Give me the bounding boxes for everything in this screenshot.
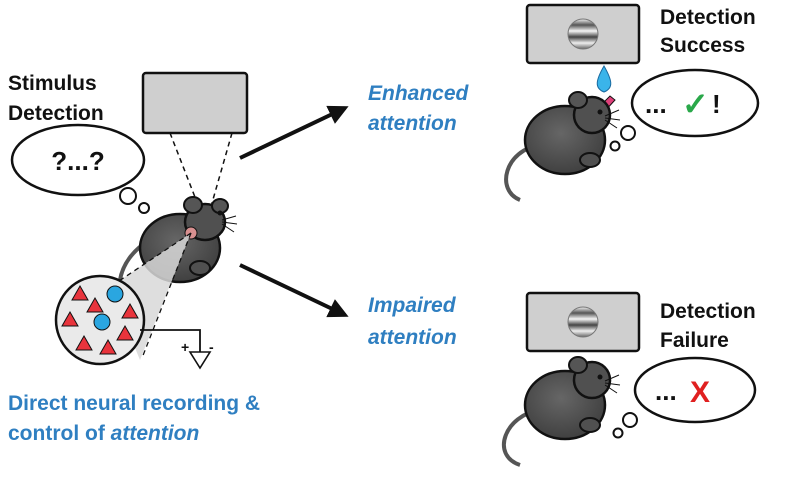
stimulus-label-line2: Detection [8,102,104,125]
blank-monitor [141,71,249,135]
neuron-triangle [75,334,93,351]
neuron-triangle [71,284,89,301]
neuron-triangle [116,324,134,341]
recording-caption-italic: attention [111,422,200,445]
view-line-left [169,132,201,211]
enhanced-label-line1: Enhanced [368,82,470,105]
thought-bubble-success: ... ✓ ! [609,68,760,152]
failure-label-line2: Failure [660,329,729,352]
electrode-plus-sign: + [181,339,189,355]
success-label-line1: Detection [660,6,756,29]
electrode-ground: + - [140,329,214,370]
grating-stimulus-bottom [567,306,599,338]
thought-bubble-failure: ... X [612,356,757,439]
arrow-to-impaired [239,263,349,318]
thought-bubble-left: ?...? [10,123,150,214]
grating-stimulus-top [567,18,599,50]
success-bubble-dots: ... [645,89,667,119]
neuron-circle [106,285,124,303]
impaired-label-line1: Impaired [368,294,457,317]
success-label-line2: Success [660,34,745,57]
mouse-success [504,91,621,202]
neuron-triangle [99,338,117,355]
check-icon: ✓ [682,86,709,122]
neuron-circle [93,313,111,331]
electrode-minus-sign: - [209,339,214,355]
failure-label-line1: Detection [660,300,756,323]
recording-caption-prefix: control of [8,422,111,445]
stimulus-label-line1: Stimulus [8,72,97,95]
cross-icon: X [690,376,710,409]
mouse-failure [501,356,621,467]
recording-caption-line2: control of attention [8,422,199,445]
recording-caption-line1: Direct neural recording & [8,392,260,415]
enhanced-label-line2: attention [368,112,457,135]
failure-bubble-dots: ... [655,376,677,406]
bubble-question-text: ?...? [51,146,104,176]
neuron-recording-circle [54,274,146,366]
view-line-right [209,132,233,211]
neuron-triangle [86,296,104,313]
water-drop-icon [596,64,612,93]
success-bubble-exclamation: ! [712,89,721,119]
neuron-triangle [61,310,79,327]
neuron-triangle [121,302,139,319]
impaired-label-line2: attention [368,326,457,349]
arrow-to-enhanced [239,105,349,160]
